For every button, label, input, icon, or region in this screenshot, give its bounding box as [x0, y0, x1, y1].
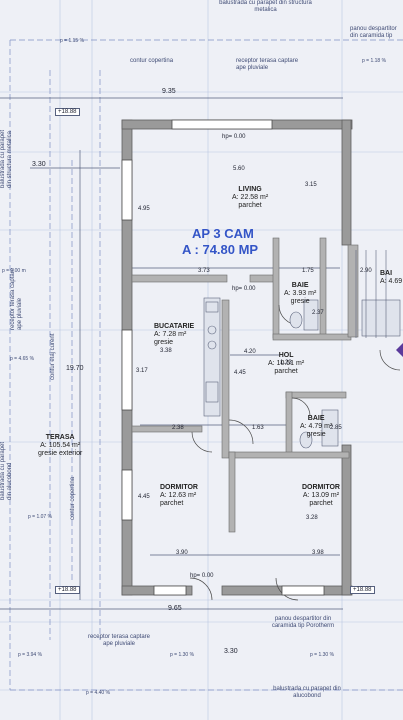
room-finish: parchet [309, 500, 333, 507]
room-finish: gresie [290, 298, 310, 305]
apartment-area: A : 74.80 MP [182, 242, 259, 257]
room-name: DORMITOR [160, 484, 198, 491]
room-area: A: 3.93 m² [284, 290, 317, 297]
terrace-name: TERASA [45, 434, 75, 441]
room-bucatarie: BUCATARIE A: 7.28 m² gresie [154, 323, 194, 347]
slope-tag: p = 1.30 % [170, 652, 195, 658]
level-tag: hp= 0.00 [232, 286, 256, 292]
dimension: 4.45 [138, 494, 150, 500]
terrace-label: TERASA A: 105.54 m² gresie exterior [38, 434, 82, 458]
dimension: 2.38 [172, 425, 184, 431]
level-tag: +18.88 [350, 586, 375, 594]
room-area: A: 12.63 m² [160, 492, 197, 499]
annotation: balustrada cu parapet din structura meta… [219, 0, 312, 13]
annotation: contur copertina [130, 58, 174, 64]
dimension: 1.75 [302, 268, 314, 274]
room-dormitor-1: DORMITOR A: 12.63 m² parchet [160, 484, 198, 508]
entrance-marker [396, 343, 403, 357]
dimension: 4.45 [234, 370, 246, 376]
room-name: BUCATARIE [154, 323, 195, 330]
annotation: receptor terasa captare ape pluviale [87, 634, 151, 647]
dimension: 3.17 [136, 368, 148, 374]
room-name: BAIE [291, 282, 309, 289]
slope-tag: p = 1.00 m [2, 268, 26, 274]
dimension: 2.37 [312, 310, 324, 316]
slope-tag: p = 3.94 % [18, 652, 43, 658]
terrace-area: A: 105.54 m² [40, 442, 81, 449]
room-name: LIVING [238, 186, 262, 193]
terrace-finish: gresie exterior [38, 450, 83, 457]
slope-tag: p = 4.40 % [86, 690, 111, 696]
annotation: contur copertina [70, 476, 76, 520]
room-baie-2: BAIE A: 4.79 m² gresie [300, 415, 332, 439]
dimension: 3.30 [32, 161, 46, 168]
interior-walls [131, 237, 359, 533]
stair-block [355, 250, 387, 338]
dimension: 3.90 [176, 550, 188, 556]
dashed-outline [9, 39, 403, 691]
annotation: balustrada cu parapet din structura meta… [0, 129, 13, 188]
dimension: 2.90 [360, 268, 372, 274]
apartment-title: AP 3 CAM [192, 226, 254, 241]
dimension: 19.70 [66, 365, 84, 372]
dimension: 3.73 [198, 268, 210, 274]
annotation: contur etaj curent [50, 333, 56, 380]
slope-tag: p = 4.65 % [10, 356, 35, 362]
room-hol: HOL A: 10.51 m² parchet [268, 352, 304, 376]
dimension: 3.15 [305, 182, 317, 188]
room-name: HOL [278, 352, 294, 359]
dimension: 3.38 [160, 348, 172, 354]
room-finish: parchet [274, 368, 298, 375]
dimension: 9.35 [162, 88, 176, 95]
room-area: A: 4.79 m² [300, 423, 333, 430]
level-tag: +18.88 [55, 586, 80, 594]
room-name: DORMITOR [302, 484, 340, 491]
slope-tag: p = 1.18 % [362, 58, 387, 64]
room-baie-1: BAIE A: 3.93 m² gresie [284, 282, 316, 306]
dimension-lines [0, 97, 343, 610]
room-area: A: 4.69 [380, 278, 403, 285]
dimension: 3.30 [224, 648, 238, 655]
slope-tag: p = 1.30 % [310, 652, 335, 658]
dimension: 4.20 [244, 349, 256, 355]
dimension: 9.65 [168, 605, 182, 612]
room-living: LIVING A: 22.58 m² parchet [232, 186, 268, 210]
annotation: panou despartitor din caramida tip Porot… [271, 616, 335, 629]
room-area: A: 13.09 m² [302, 492, 340, 499]
dimension: 1.23 [280, 360, 292, 366]
dimension: 3.98 [312, 550, 324, 556]
dimension: 5.60 [233, 166, 245, 172]
level-tag: hp= 0.00 [190, 573, 214, 579]
room-area: A: 10.51 m² [268, 360, 305, 367]
room-finish: parchet [238, 202, 262, 209]
annotation: balustrada cu parapet din alucobond [273, 686, 341, 699]
windows [121, 119, 325, 596]
room-bai: BAI A: 4.69 [380, 270, 402, 286]
slope-tag: p = 1.15 % [60, 38, 85, 44]
room-finish: parchet [160, 500, 184, 507]
dimension: 1.63 [252, 425, 264, 431]
bath-fixtures [289, 299, 401, 449]
room-area: A: 22.58 m² [232, 194, 269, 201]
room-finish: gresie [306, 431, 326, 438]
room-finish: gresie [154, 339, 174, 346]
room-dormitor-2: DORMITOR A: 13.09 m² parchet [302, 484, 340, 508]
room-name: BAI [380, 270, 393, 277]
annotation: receptor terasa captare ape pluviale [236, 58, 299, 71]
dimension: 2.85 [330, 425, 342, 431]
kitchen-fixtures [203, 297, 221, 417]
room-name: BAIE [307, 415, 325, 422]
annotation: balustrada cu parapet din alucobond [0, 441, 13, 500]
level-tag: +18.88 [55, 108, 80, 116]
room-area: A: 7.28 m² [154, 331, 187, 338]
annotation: panou despartitor din caramida tip [350, 26, 397, 39]
level-tag: hp= 0.00 [222, 134, 246, 140]
dimension: 4.95 [138, 206, 150, 212]
slope-tag: p = 1.07 % [28, 514, 53, 520]
dimension: 3.28 [306, 515, 318, 521]
